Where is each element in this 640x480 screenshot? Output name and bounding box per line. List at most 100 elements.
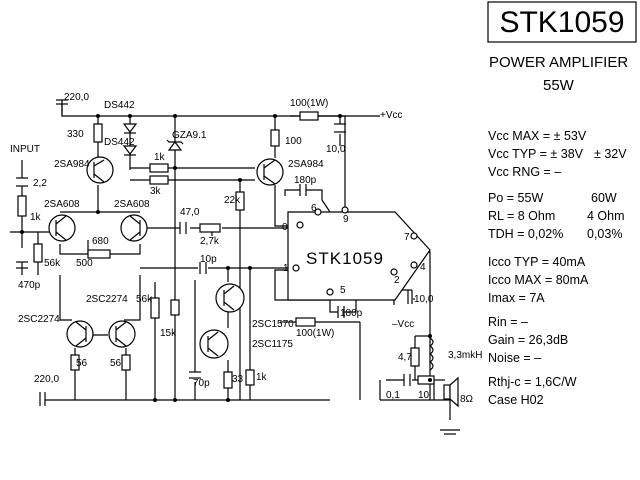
label-t-2sc1570: 2SC1570	[252, 319, 294, 330]
cap-220-bottom	[39, 392, 46, 406]
spec-rl-alt: 4 Ohm	[587, 209, 625, 223]
label-r-100: 100	[285, 136, 302, 147]
spec-po: Po = 55W	[488, 191, 543, 205]
label-c-47: 47,0	[180, 207, 200, 218]
spec-tdh: TDH = 0,02%	[488, 227, 563, 241]
components	[16, 99, 459, 435]
subtitle-line1: POWER AMPLIFIER	[489, 54, 628, 71]
spec-vcc-max: Vcc MAX = ± 53V	[488, 129, 587, 143]
res-22k	[235, 191, 245, 211]
label-t-2sc2274-r: 2SC2274	[86, 294, 128, 305]
res-1k-bias	[149, 163, 169, 173]
inductor-3-3mkh	[428, 337, 434, 371]
res-330	[93, 123, 103, 143]
label-r-22k: 22k	[224, 195, 241, 206]
transistor-2sa608-right	[120, 214, 148, 242]
label-r-1k-bias: 1k	[154, 152, 166, 163]
label-c-10-top: 10,0	[326, 144, 346, 155]
chip-pin-1: 1	[283, 263, 289, 274]
res-56k-input	[33, 243, 43, 263]
chip-pin-0: 0	[282, 222, 288, 233]
spec-icco-max: Icco MAX = 80mA	[488, 273, 589, 287]
chip-pin-9: 9	[343, 214, 349, 225]
transistor-2sc2274-right	[108, 320, 136, 348]
label-r-56k-mid: 56k	[136, 294, 153, 305]
label-c-220-bottom: 220,0	[34, 374, 59, 385]
subtitle-line2: 55W	[543, 77, 575, 94]
chip-pin-7: 7	[404, 232, 410, 243]
spec-tdh-alt: 0,03%	[587, 227, 622, 241]
label-ds442-b: DS442	[104, 137, 135, 148]
res-33	[223, 371, 233, 389]
spec-po-alt: 60W	[591, 191, 617, 205]
spec-noise: Noise = –	[488, 351, 541, 365]
title-block: STK1059 POWER AMPLIFIER 55W	[487, 1, 637, 94]
cap-220-top	[56, 99, 68, 116]
transistor-2sa608-left	[48, 214, 76, 242]
res-4-7	[410, 347, 420, 367]
stk1059-chip: STK1059 0 9 6 7 4 2 1 5	[282, 203, 431, 301]
spec-rthj: Rthj-c = 1,6C/W	[488, 375, 577, 389]
res-100	[270, 129, 280, 147]
label-t-2sa608-r: 2SA608	[114, 199, 150, 210]
label-c-470p: 470p	[18, 280, 41, 291]
chip-pin-4: 4	[420, 262, 426, 273]
junction-dots	[20, 114, 432, 402]
label-r-56-l: 56	[76, 358, 88, 369]
label-r-680: 680	[92, 236, 109, 247]
chip-name: STK1059	[306, 249, 384, 268]
label-speaker: 8Ω	[460, 394, 474, 405]
label-r-3k: 3k	[150, 186, 162, 197]
res-100w-bottom	[295, 317, 316, 327]
transistor-2sc2274-left	[66, 320, 94, 348]
spec-list: Vcc MAX = ± 53V Vcc TYP = ± 38V ± 32V Vc…	[488, 129, 627, 407]
label-c-180p-top: 180p	[294, 175, 317, 186]
spec-imax: Imax = 7A	[488, 291, 545, 305]
transistor-2sc1175	[199, 329, 229, 359]
label-r-1k-input: 1k	[30, 212, 42, 223]
label-r-330: 330	[67, 129, 84, 140]
spec-icco-typ: Icco TYP = 40mA	[488, 255, 586, 269]
label-c-220-top: 220,0	[64, 92, 89, 103]
label-r-100w-top: 100(1W)	[290, 98, 328, 109]
label-r-500: 500	[76, 258, 93, 269]
spec-vcc-rng: Vcc RNG = –	[488, 165, 561, 179]
chip-pin-5: 5	[340, 285, 346, 296]
res-100w-top	[299, 111, 319, 121]
transistor-2sc1570	[215, 283, 245, 313]
input-label: INPUT	[10, 144, 40, 155]
res-56k-mid	[150, 297, 160, 319]
res-56-left	[70, 354, 80, 371]
label-t-2sc1175: 2SC1175	[252, 339, 293, 350]
label-r-33: 33	[232, 374, 244, 385]
label-r-2-7k: 2,7k	[200, 236, 220, 247]
label-r-10: 10	[418, 390, 430, 401]
label-ds442-a: DS442	[104, 100, 135, 111]
vcc-negative-label: –Vcc	[392, 319, 414, 330]
label-r-1k-bottom: 1k	[256, 372, 268, 383]
res-15k	[170, 299, 180, 316]
diode-ds442-b	[122, 145, 138, 155]
label-l-3-3: 3,3mkH	[448, 350, 482, 361]
label-c-10p: 10p	[200, 254, 217, 265]
spec-rl: RL = 8 Ohm	[488, 209, 555, 223]
res-680	[87, 249, 111, 259]
res-10	[417, 375, 435, 385]
res-56-right	[121, 354, 131, 371]
spec-vcc-typ: Vcc TYP = ± 38V	[488, 147, 584, 161]
label-r-100w-bottom: 100(1W)	[296, 328, 334, 339]
transistor-2sa984-left	[86, 156, 114, 184]
label-c-10-bottom: 10,0	[414, 294, 434, 305]
label-t-2sa984-r: 2SA984	[288, 159, 324, 170]
label-r-15k: 15k	[160, 328, 177, 339]
res-3k	[149, 175, 169, 185]
spec-vcc-typ-alt: ± 32V	[594, 147, 627, 161]
spec-case: Case H02	[488, 393, 544, 407]
label-t-2sa984-l: 2SA984	[54, 159, 90, 170]
res-1k-bottom	[245, 369, 255, 386]
title: STK1059	[499, 6, 624, 39]
label-c-0-1: 0,1	[386, 390, 400, 401]
label-t-2sa608-l: 2SA608	[44, 199, 80, 210]
label-c-70p: 70p	[193, 378, 210, 389]
